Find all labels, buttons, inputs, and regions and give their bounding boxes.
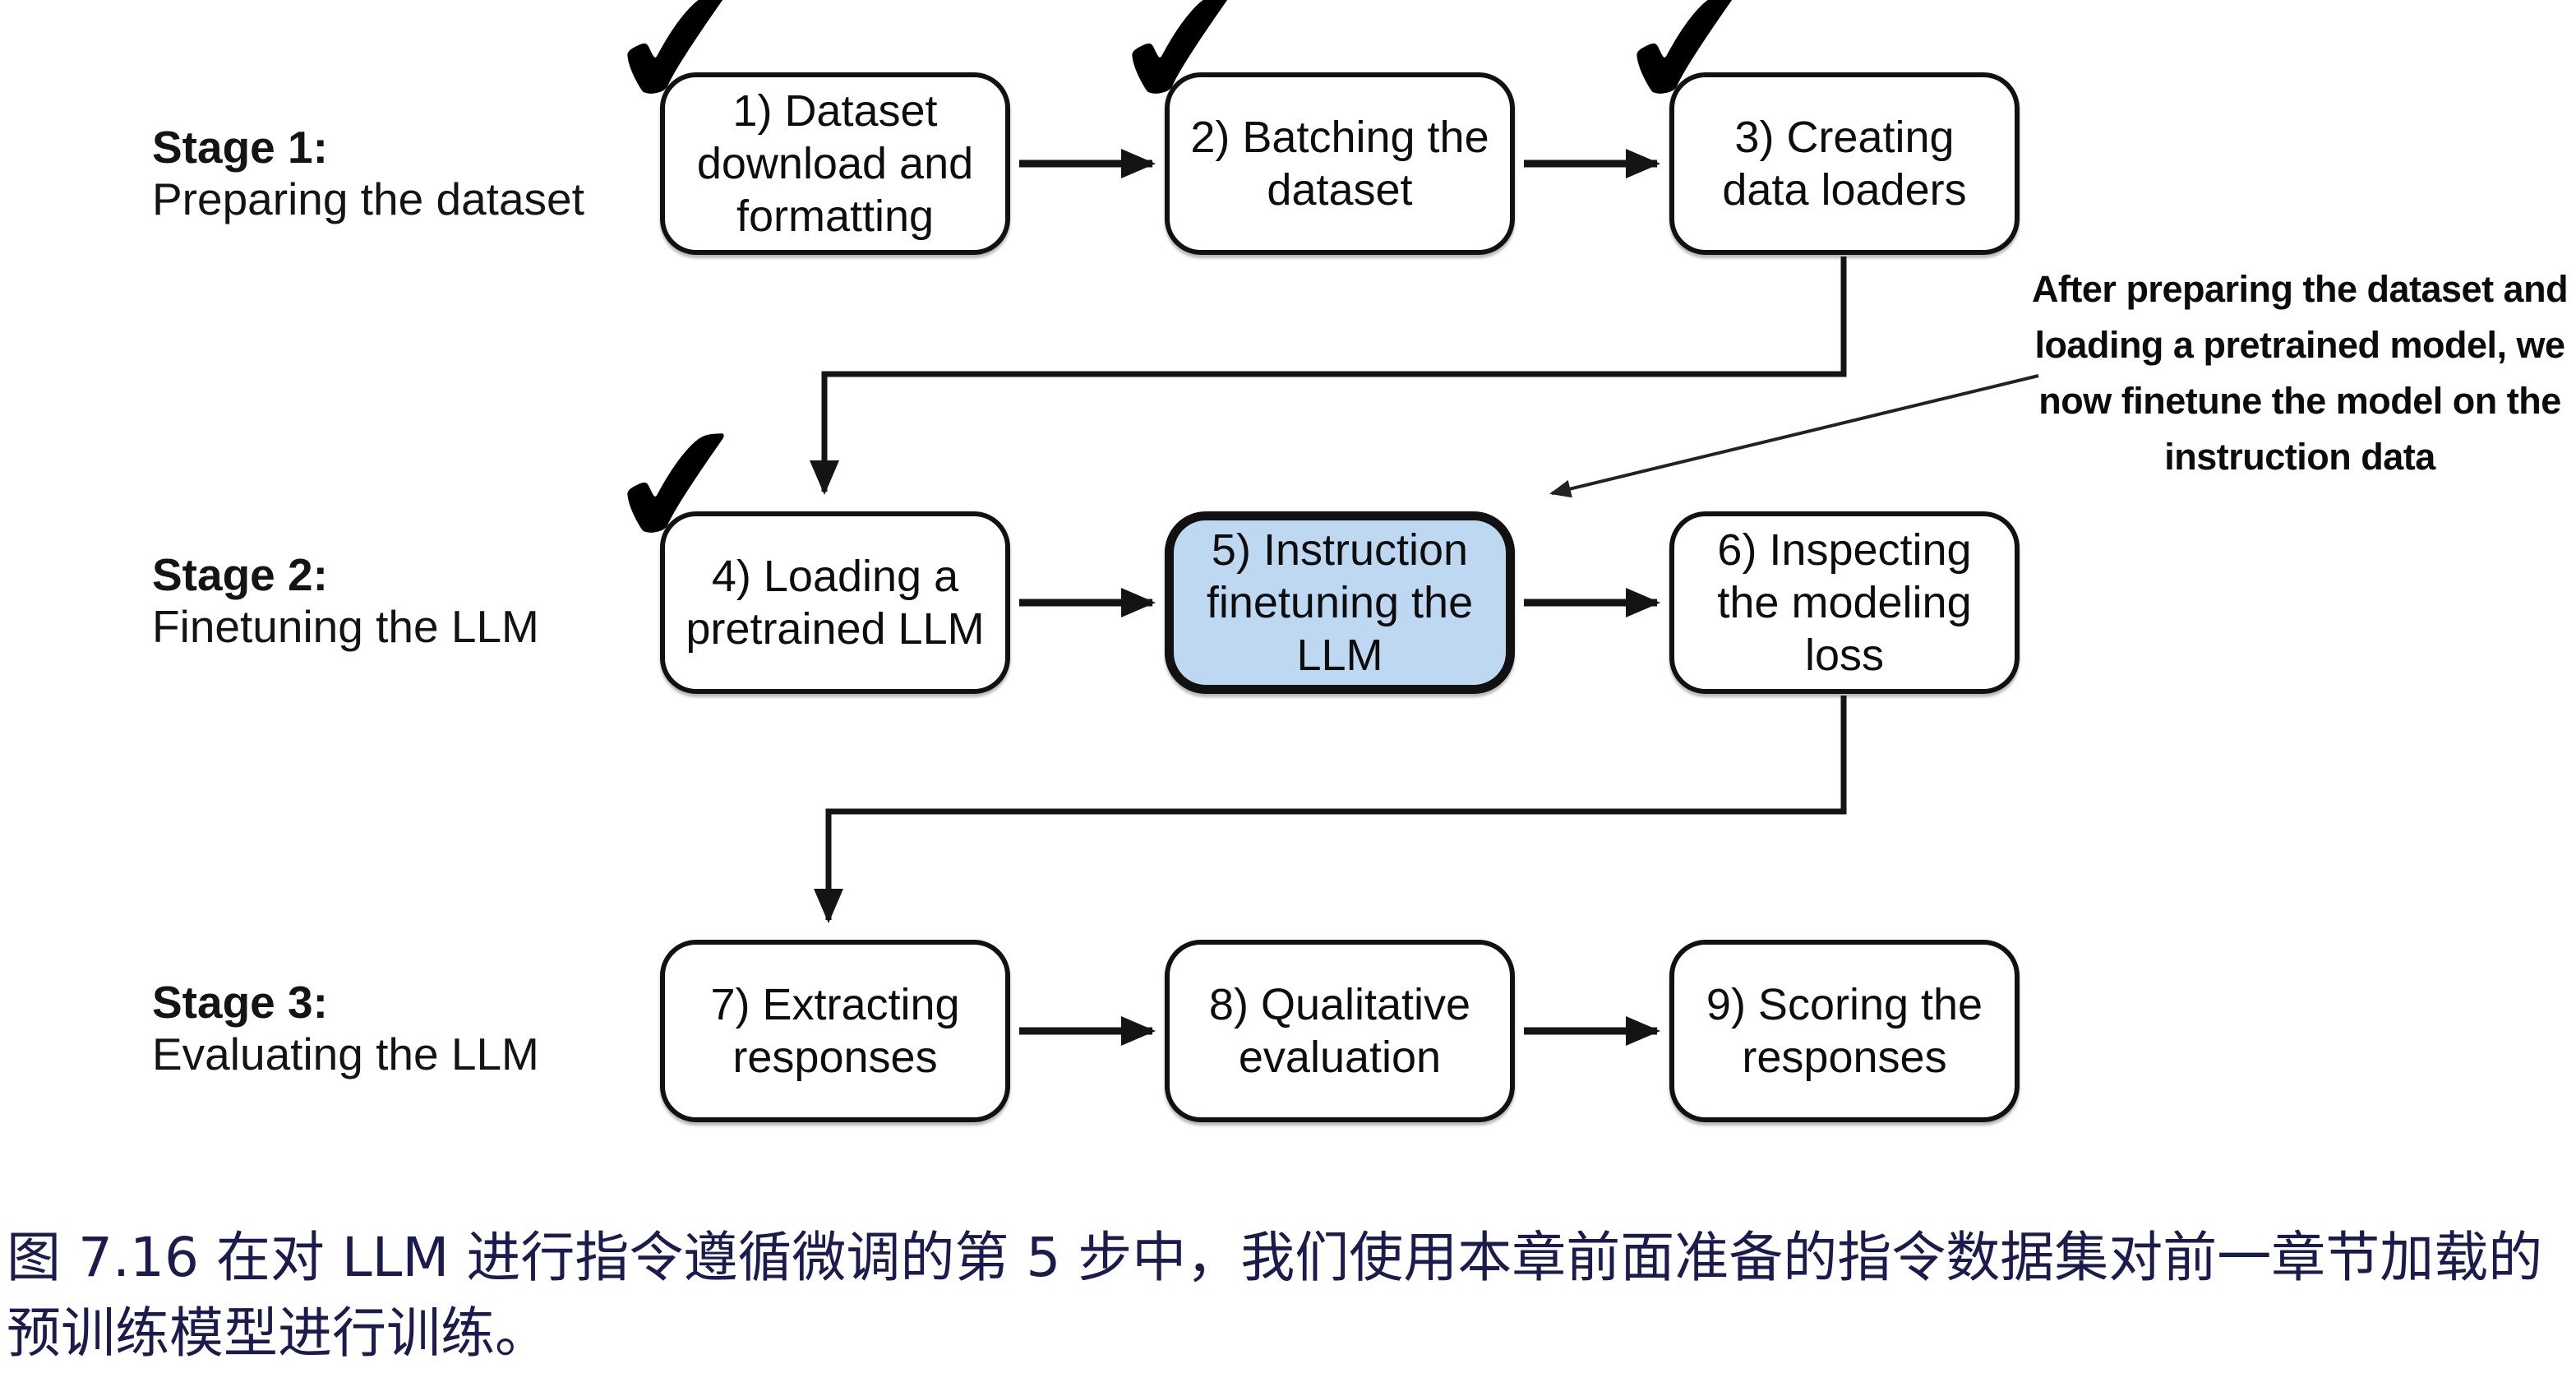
box-5-instruction-finetuning-llm: 5) Instruction finetuning the LLM bbox=[1165, 511, 1515, 694]
box-4-text: 4) Loading a pretrained LLM bbox=[686, 552, 985, 654]
stage-1-label: Stage 1: Preparing the dataset bbox=[152, 122, 584, 225]
stage-3-title: Stage 3: bbox=[152, 977, 328, 1028]
elbow-arrow-box6-box7 bbox=[814, 696, 1847, 923]
box-1-text: 1) Dataset download and formatting bbox=[696, 86, 974, 241]
box-8-qualitative-evaluation: 8) Qualitative evaluation bbox=[1165, 940, 1515, 1122]
stage-3-label: Stage 3: Evaluating the LLM bbox=[152, 977, 539, 1080]
box-7-extracting-responses: 7) Extracting responses bbox=[660, 940, 1010, 1122]
box-1-dataset-download-formatting: ✔ 1) Dataset download and formatting bbox=[598, 0, 1010, 255]
stage-2-subtitle: Finetuning the LLM bbox=[152, 601, 539, 652]
annotation-pointer-arrow bbox=[1549, 374, 2039, 498]
box-7-text: 7) Extracting responses bbox=[710, 980, 960, 1082]
box-4-loading-pretrained-llm: ✔ 4) Loading a pretrained LLM bbox=[598, 382, 1010, 694]
box-2-text: 2) Batching the dataset bbox=[1190, 113, 1489, 215]
figure-caption: 图 7.16 在对 LLM 进行指令遵循微调的第 5 步中，我们使用本章前面准备… bbox=[7, 1226, 2543, 1365]
box-3-text: 3) Creating data loaders bbox=[1722, 113, 1967, 215]
annotation-note: After preparing the dataset and loading … bbox=[2031, 268, 2569, 478]
box-9-scoring-responses: 9) Scoring the responses bbox=[1669, 940, 2020, 1122]
box-2-batching-dataset: ✔ 2) Batching the dataset bbox=[1102, 0, 1515, 255]
box-6-inspecting-modeling-loss: 6) Inspecting the modeling loss bbox=[1669, 511, 2020, 694]
elbow-arrow-box3-box4 bbox=[810, 257, 1847, 495]
stage-1-subtitle: Preparing the dataset bbox=[152, 173, 584, 224]
box-6-text: 6) Inspecting the modeling loss bbox=[1717, 525, 1972, 680]
stage-3-subtitle: Evaluating the LLM bbox=[152, 1029, 539, 1079]
box-8-text: 8) Qualitative evaluation bbox=[1208, 980, 1471, 1082]
stage-2-label: Stage 2: Finetuning the LLM bbox=[152, 549, 539, 653]
stage-2-title: Stage 2: bbox=[152, 549, 328, 600]
box-3-creating-data-loaders: ✔ 3) Creating data loaders bbox=[1607, 0, 2020, 255]
box-5-text: 5) Instruction finetuning the LLM bbox=[1206, 525, 1474, 680]
stage-1-title: Stage 1: bbox=[152, 122, 328, 173]
box-9-text: 9) Scoring the responses bbox=[1706, 980, 1983, 1082]
